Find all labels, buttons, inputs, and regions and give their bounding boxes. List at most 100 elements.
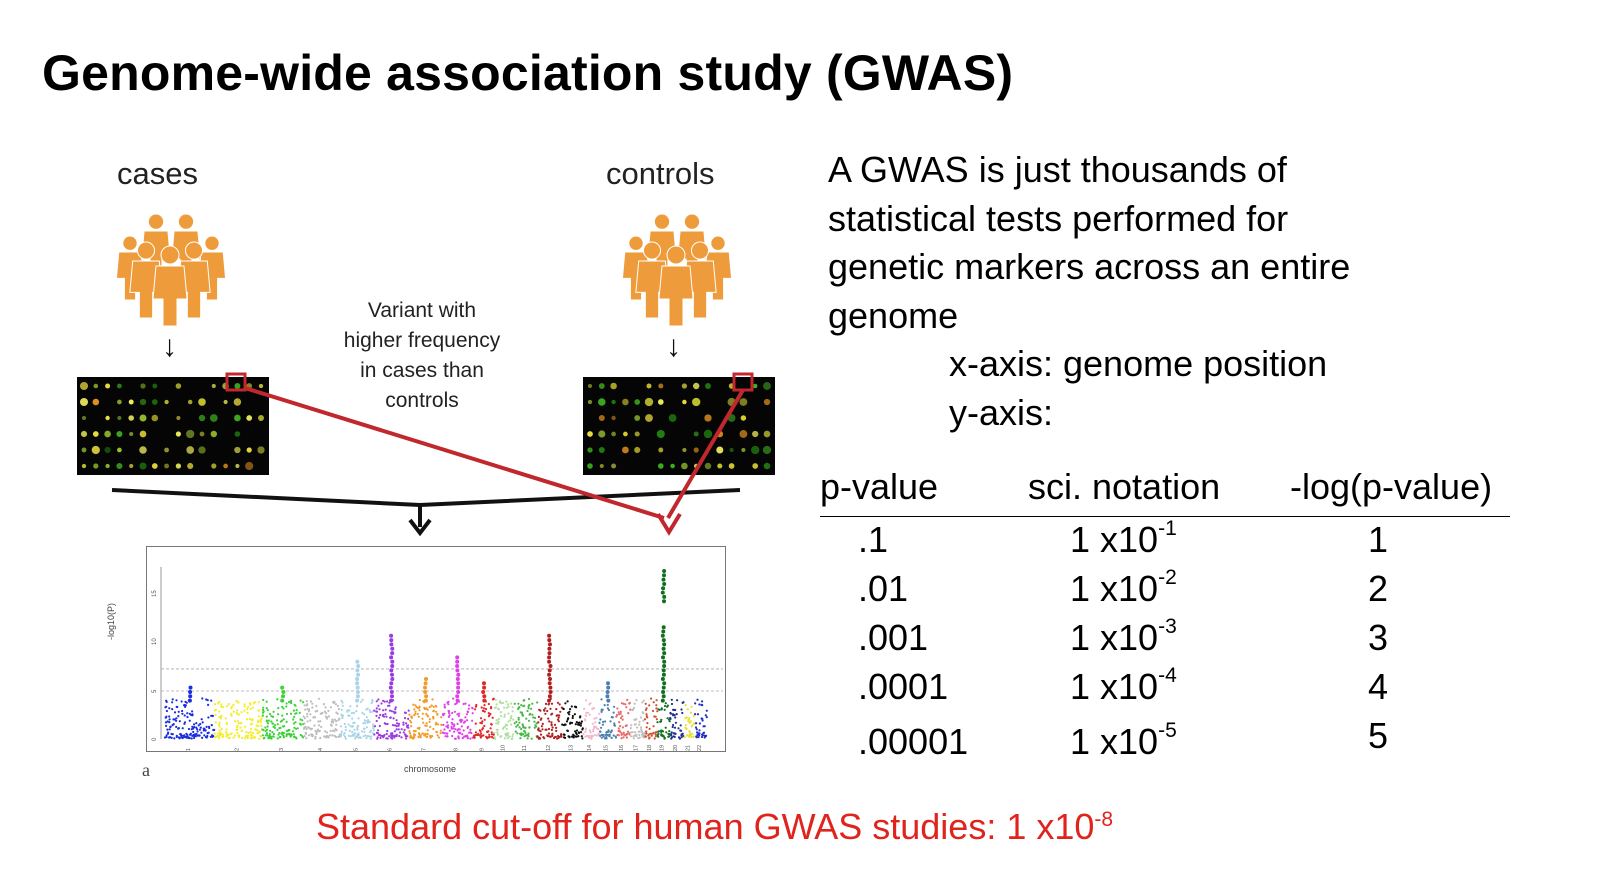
microarray-spot [645,414,653,422]
snp-point [378,716,381,719]
peak-snp-point [660,590,665,595]
snp-point [440,723,443,726]
snp-point [554,735,557,738]
snp-point [694,713,697,716]
snp-point [279,726,282,729]
cutoff-text: Standard cut-off for human GWAS studies:… [316,806,1095,847]
snp-point [173,737,176,740]
snp-point [530,737,533,740]
microarray-spot [234,446,241,454]
snp-point [688,730,691,733]
snp-point [633,706,636,709]
variant-note-line: Variant with [367,299,477,322]
microarray-spot [116,431,123,437]
snp-point [329,706,332,709]
snp-point [319,720,322,723]
snp-point [171,724,174,727]
snp-point [408,730,411,733]
microarray-spot [199,431,205,437]
snp-point [656,721,659,724]
peak-snp-point [547,646,552,651]
snp-point [324,730,327,733]
snp-point [292,733,295,736]
cases-label: cases [117,156,198,191]
snp-point [595,716,598,720]
snp-point [375,710,379,713]
snp-point [537,721,540,724]
snp-point [639,716,643,719]
snp-point [421,712,424,715]
snp-point [395,725,398,728]
snp-point [495,722,498,725]
peak-snp-point [280,685,285,690]
snp-point [248,702,252,705]
snp-point [212,728,215,732]
snp-point [461,733,464,736]
snp-point [512,733,515,736]
microarray-spot [587,383,593,389]
y-tick-label: 0 [152,737,158,741]
snp-point [317,720,320,723]
snp-point [256,721,259,724]
snp-point [677,727,680,730]
snp-point [657,730,660,733]
snp-point [526,709,529,713]
microarray-spot [763,382,771,390]
snp-point [609,720,612,723]
snp-point [600,733,603,736]
snp-point [531,713,534,716]
snp-point [315,732,318,736]
microarray-spot [681,383,688,389]
peak-snp-point [188,694,193,699]
snp-point [404,717,407,720]
snp-point [680,734,683,737]
microarray-spot [129,463,134,469]
snp-point [282,707,285,710]
microarray-spot [81,415,87,421]
snp-point [626,730,630,733]
snp-point [285,712,289,716]
snp-point [650,697,653,700]
microarray-spot [176,415,181,421]
snp-point [348,714,351,717]
snp-point [362,735,365,738]
microarray-spot [164,463,170,469]
snp-point [190,713,193,717]
snp-point [598,721,601,724]
chromosome-tick-label: 11 [522,745,528,751]
snp-point [233,720,237,723]
snp-point [276,719,279,722]
snp-point [309,700,312,703]
snp-point [311,702,314,705]
snp-point [236,732,239,735]
snp-point [550,724,553,727]
microarray-spot [139,398,147,406]
snp-point [689,711,693,714]
snp-point [243,705,246,708]
snp-point [402,721,405,724]
peak-snp-point [661,625,666,630]
snp-point [419,734,422,737]
snp-point [566,700,569,703]
microarray-spot [587,399,593,405]
snp-point [619,712,622,715]
snp-point [413,733,417,737]
snp-point [183,734,186,737]
controls-highlight-box [732,372,754,392]
snp-point [533,726,536,729]
snp-point [196,730,199,733]
snp-point [219,717,222,720]
snp-point [363,713,366,716]
snp-point [393,724,397,727]
snp-point [254,701,257,704]
person-head [642,241,662,260]
chromosome-points [441,655,474,740]
snp-point [348,709,351,712]
snp-point [214,708,218,711]
snp-point [270,715,273,718]
sci-notation-cell: 1 x10-2 [1070,566,1177,610]
microarray-spot [164,447,169,453]
snp-point [584,714,587,717]
snp-point [324,706,327,709]
snp-point [602,720,605,723]
